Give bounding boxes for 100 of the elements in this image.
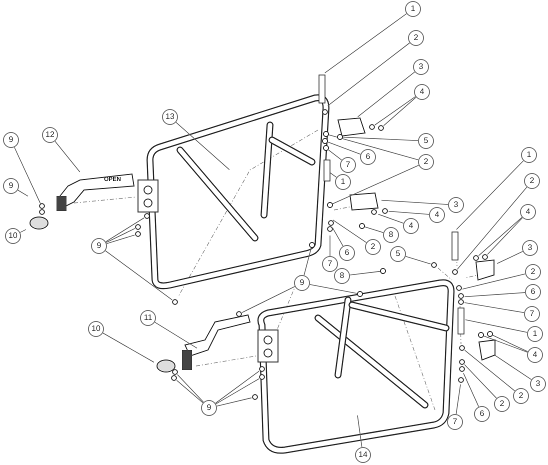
callout-number: 9 xyxy=(201,400,217,416)
leader-line xyxy=(483,336,528,353)
leader-line xyxy=(216,378,260,404)
leader-line xyxy=(105,250,173,300)
leader-line xyxy=(54,140,80,172)
callout-number: 8 xyxy=(334,268,350,284)
leader-line xyxy=(465,319,528,333)
callout-number: 2 xyxy=(408,30,424,46)
callout-number: 2 xyxy=(494,396,510,412)
callout-number: 3 xyxy=(522,240,538,256)
callout-number: 14 xyxy=(355,447,371,463)
leader-line xyxy=(105,217,144,242)
callout-number: 13 xyxy=(162,109,178,125)
leader-line xyxy=(176,122,230,170)
leader-line xyxy=(378,214,404,224)
callout-number: 7 xyxy=(447,414,463,430)
callout-number: 4 xyxy=(520,204,536,220)
callout-number: 2 xyxy=(524,173,540,189)
callout-number: 2 xyxy=(525,264,541,280)
callout-number: 4 xyxy=(414,84,430,100)
leader-line xyxy=(17,190,28,197)
callout-number: 7 xyxy=(524,306,540,322)
callout-number: 7 xyxy=(322,256,338,272)
leader-line xyxy=(381,200,448,205)
nut-drawing xyxy=(327,202,333,208)
nut-drawing xyxy=(478,332,484,338)
leader-line xyxy=(332,220,367,243)
leader-line xyxy=(456,384,461,414)
nut-drawing xyxy=(357,291,363,297)
leader-line xyxy=(332,228,344,246)
callout-number: 6 xyxy=(339,245,355,261)
leader-line xyxy=(20,229,26,233)
nut-drawing xyxy=(487,331,493,337)
bracket-drawing xyxy=(478,339,496,361)
leader-line xyxy=(388,210,430,215)
leader-line xyxy=(328,134,419,160)
callout-number: 1 xyxy=(335,174,351,190)
leader-line xyxy=(357,415,362,448)
nut-drawing xyxy=(322,138,328,144)
bolt-drawing xyxy=(324,160,330,182)
leader-line xyxy=(464,302,524,314)
leader-line xyxy=(464,292,526,298)
nut-drawing xyxy=(323,131,329,137)
callout-number: 9 xyxy=(294,275,310,291)
leader-line xyxy=(102,332,154,363)
leader-line xyxy=(357,72,416,118)
leader-line xyxy=(106,228,136,243)
leader-line xyxy=(342,136,418,142)
callout-number: 10 xyxy=(5,228,21,244)
callout-number: 1 xyxy=(405,1,421,17)
nut-drawing xyxy=(323,145,329,151)
nut-drawing xyxy=(337,134,343,140)
leader-line xyxy=(328,150,342,161)
callout-number: 1 xyxy=(521,147,537,163)
leader-line xyxy=(324,13,407,74)
leader-line xyxy=(464,364,497,399)
nut-drawing xyxy=(380,268,386,274)
callout-number: 3 xyxy=(448,197,464,213)
leader-line xyxy=(463,372,480,408)
callout-number: 12 xyxy=(42,127,58,143)
leader-line xyxy=(456,186,528,270)
leader-line xyxy=(405,256,432,264)
leader-line xyxy=(464,350,516,392)
leader-line xyxy=(304,247,312,276)
leader-line xyxy=(106,234,136,244)
callout-number: 4 xyxy=(429,207,445,223)
callout-number: 8 xyxy=(383,227,399,243)
leader-line xyxy=(456,160,524,230)
callout-number: 2 xyxy=(418,154,434,170)
leader-line xyxy=(154,322,198,349)
leader-line xyxy=(374,96,416,126)
callout-number: 9 xyxy=(3,132,19,148)
callout-number: 5 xyxy=(418,133,434,149)
leader-line xyxy=(487,217,523,255)
leader-line xyxy=(242,286,296,313)
callout-number: 3 xyxy=(530,376,546,392)
callout-number: 1 xyxy=(527,326,543,342)
callout-number: 10 xyxy=(88,321,104,337)
callout-number: 4 xyxy=(403,218,419,234)
leader-line xyxy=(216,397,252,407)
callout-number: 5 xyxy=(390,246,406,262)
leader-line xyxy=(462,274,526,290)
leader-line xyxy=(309,284,358,294)
leader-line xyxy=(364,226,384,234)
callout-number: 7 xyxy=(340,157,356,173)
leader-line xyxy=(496,251,524,264)
leader-line xyxy=(332,164,420,204)
leader-line xyxy=(494,354,532,380)
callout-number: 11 xyxy=(140,310,156,326)
leader-line xyxy=(327,142,361,155)
leader-line xyxy=(215,370,260,404)
nut-drawing xyxy=(359,223,365,229)
callout-number: 6 xyxy=(525,284,541,300)
callout-number: 4 xyxy=(527,347,543,363)
callout-number: 6 xyxy=(474,406,490,422)
callout-number: 6 xyxy=(360,149,376,165)
callout-number: 9 xyxy=(3,178,19,194)
callout-number: 2 xyxy=(513,388,529,404)
leader-line xyxy=(14,146,41,204)
leader-line xyxy=(383,96,416,126)
